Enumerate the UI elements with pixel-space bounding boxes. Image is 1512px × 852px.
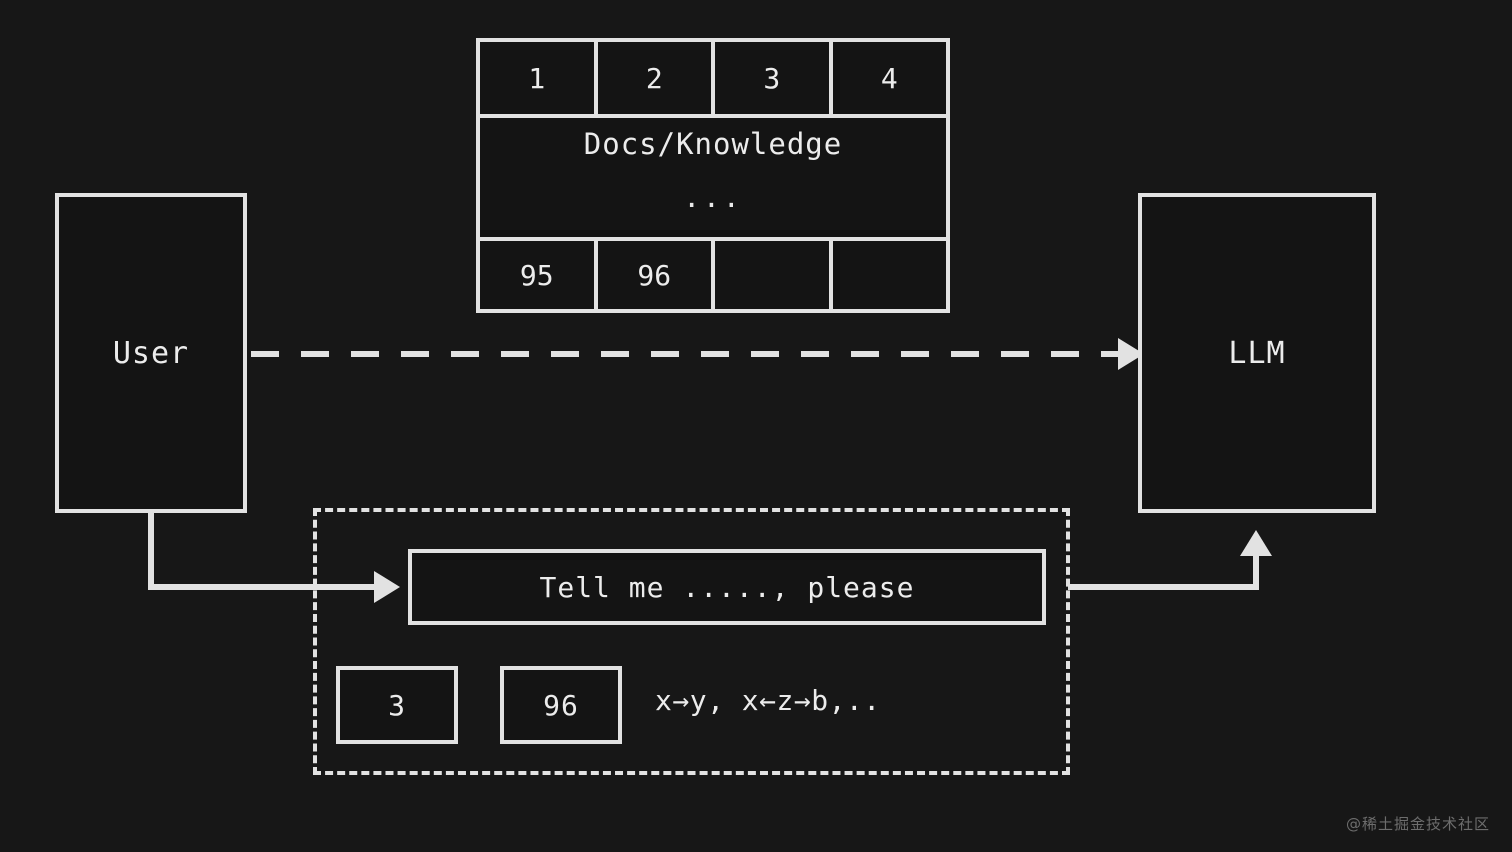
llm-node[interactable]: LLM: [1138, 193, 1376, 513]
knowledge-chunk-cell[interactable]: 96: [598, 241, 715, 309]
knowledge-chunk-cell[interactable]: 2: [598, 42, 715, 115]
knowledge-chunk-cell[interactable]: 95: [480, 241, 598, 309]
user-node[interactable]: User: [55, 193, 247, 513]
knowledge-base-title: Docs/Knowledge: [583, 127, 843, 162]
knowledge-chunk-cell[interactable]: 3: [715, 42, 833, 115]
knowledge-chunk-row-top: 1 2 3 4: [480, 42, 946, 119]
retrieved-chunk-box[interactable]: 3: [336, 666, 458, 744]
prompt-text: Tell me ....., please: [539, 570, 915, 604]
retrieved-chunk-label: 3: [388, 688, 406, 722]
knowledge-base-ellipsis: ...: [683, 181, 743, 215]
knowledge-chunk-cell[interactable]: 4: [880, 61, 898, 95]
user-node-label: User: [112, 335, 190, 371]
connector-user-to-llm: [251, 338, 1144, 370]
knowledge-chunk-row-bottom: 95 96: [480, 241, 946, 309]
knowledge-chunk-cell-empty[interactable]: [715, 241, 833, 309]
connector-user-to-prompt: [148, 513, 400, 603]
knowledge-chunk-cell[interactable]: 1: [480, 42, 598, 115]
llm-node-label: LLM: [1228, 335, 1286, 371]
connector-context-to-llm: [1068, 530, 1272, 590]
retrieved-chunk-box[interactable]: 96: [500, 666, 622, 744]
retrieved-chunk-label: 96: [543, 688, 579, 722]
context-container: [313, 508, 1070, 775]
prompt-box[interactable]: Tell me ....., please: [408, 549, 1046, 625]
relation-triples-text: x→y, x←z→b,..: [655, 684, 881, 717]
knowledge-base-table: 1 2 3 4 Docs/Knowledge ... 95 96: [476, 38, 950, 313]
knowledge-base-title-row: Docs/Knowledge ...: [480, 118, 946, 242]
watermark: @稀土掘金技术社区: [1345, 815, 1490, 833]
knowledge-chunk-cell-empty[interactable]: [833, 241, 947, 309]
